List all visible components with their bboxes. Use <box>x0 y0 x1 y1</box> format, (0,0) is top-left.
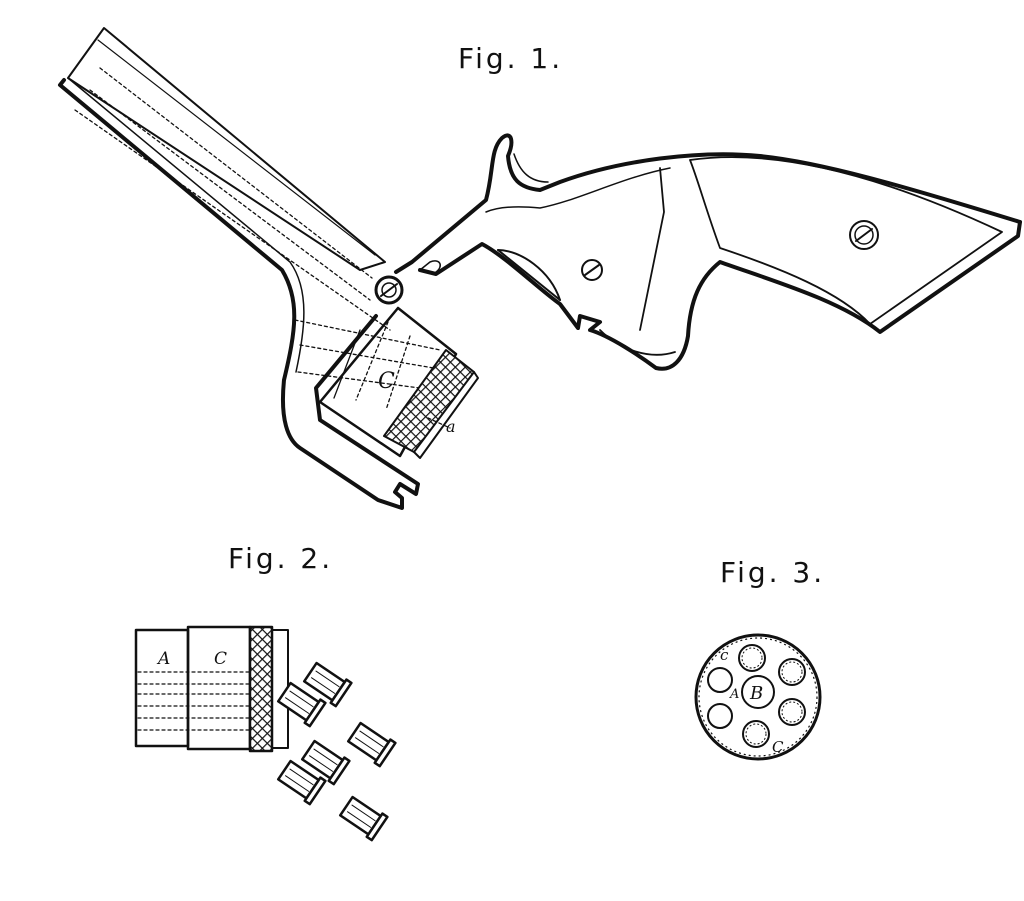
grip <box>689 156 1003 325</box>
fig3-letter-b: B <box>749 683 763 704</box>
fig-3-cylinder-end-view: B A c C <box>694 633 822 761</box>
cartridge <box>302 661 353 708</box>
hinge-screw <box>374 275 404 305</box>
fig3-letter-c-large: C <box>772 738 784 756</box>
barrel <box>58 27 451 510</box>
fig-1-label: Fig. 1. <box>458 42 564 75</box>
cylinder: C a <box>318 306 479 459</box>
chambers <box>707 644 806 748</box>
cylinder-face <box>694 633 822 761</box>
cartridge <box>276 681 327 728</box>
fig-1-revolver: C a <box>58 27 1022 510</box>
ratchet-letter-a: a <box>446 417 456 436</box>
frame <box>394 133 1022 371</box>
fig3-letter-c-small: c <box>720 646 729 664</box>
cartridge <box>300 739 351 786</box>
cartridge <box>346 721 397 768</box>
frame-screw <box>581 259 603 281</box>
cartridge <box>338 795 389 842</box>
cartridges <box>276 661 397 842</box>
fig-2-cylinder-cartridges: A C <box>134 625 397 842</box>
center-arbor-hole <box>741 675 775 709</box>
fig2-letter-a: A <box>156 649 170 669</box>
fig2-letter-c: C <box>214 649 227 669</box>
fig-3-label: Fig. 3. <box>720 556 826 589</box>
cylinder-side-view: A C <box>134 625 289 753</box>
cartridge <box>276 759 327 806</box>
fig3-letter-a: A <box>729 687 739 702</box>
fig-2-label: Fig. 2. <box>228 542 334 575</box>
cylinder-letter-c: C <box>378 369 395 394</box>
